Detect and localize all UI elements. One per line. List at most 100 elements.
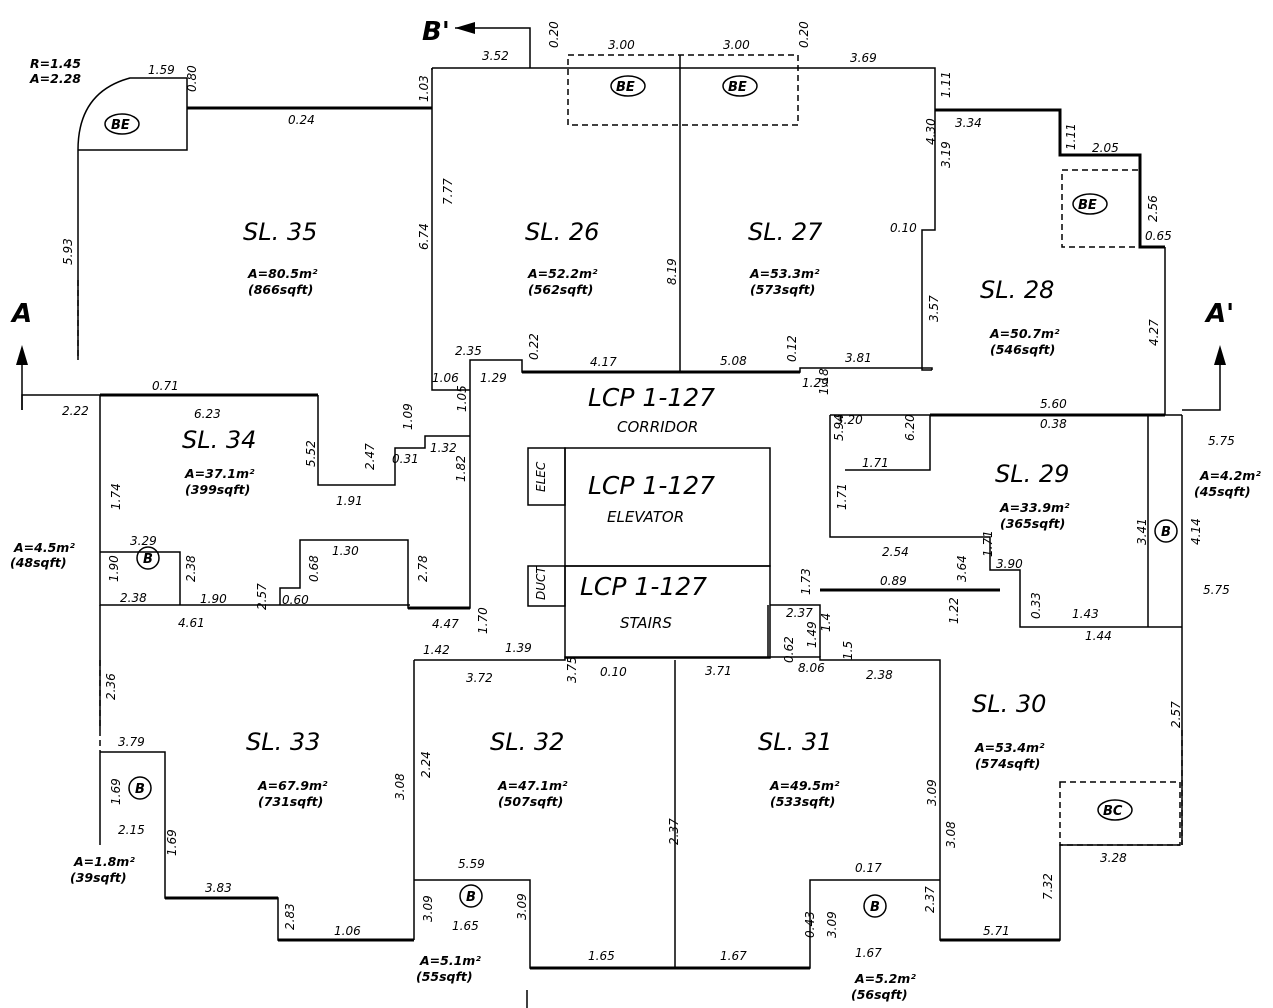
b-mark: B — [143, 552, 153, 567]
svg-text:(507sqft): (507sqft) — [498, 794, 563, 809]
svg-text:(39sqft): (39sqft) — [70, 870, 127, 885]
common-areas: LCP 1-127 CORRIDOR LCP 1-127 ELEVATOR LC… — [534, 383, 715, 632]
svg-text:(533sqft): (533sqft) — [770, 794, 835, 809]
dimension-label: 2.83 — [283, 903, 297, 930]
wall-sl35-right — [431, 68, 470, 391]
elec-label: ELEC — [534, 461, 548, 492]
balcony-sl28 — [1061, 169, 1141, 248]
svg-text:A=49.5m²: A=49.5m² — [769, 778, 840, 793]
dimension-label: 1.03 — [417, 75, 431, 102]
unit-sl27: SL. 27 — [748, 218, 823, 246]
svg-text:A=1.8m²: A=1.8m² — [73, 854, 135, 869]
dimension-label: 2.57 — [1169, 701, 1183, 728]
dimension-label: 1.5 — [841, 641, 855, 660]
svg-text:A=53.3m²: A=53.3m² — [749, 266, 820, 281]
walls — [21, 54, 1183, 970]
dimension-label: 3.41 — [1135, 518, 1149, 545]
svg-text:STAIRS: STAIRS — [620, 614, 672, 632]
dimension-label: 1.90 — [107, 555, 121, 582]
svg-text:(365sqft): (365sqft) — [1000, 516, 1065, 531]
dimension-label: 0.43 — [803, 911, 817, 938]
unit-sl29: SL. 29 — [995, 460, 1069, 488]
dimension-label: 0.31 — [392, 452, 419, 466]
dimension-label: 5.08 — [720, 354, 747, 368]
dimension-label: 1.06 — [334, 924, 361, 938]
svg-text:A=53.4m²: A=53.4m² — [974, 740, 1045, 755]
dimension-label: 2.22 — [62, 404, 89, 418]
stairs-label: LCP 1-127 — [580, 572, 707, 601]
dimension-label: 1.09 — [401, 403, 415, 430]
dimension-label: 0.10 — [600, 665, 627, 679]
dimension-label: 1.71 — [835, 483, 849, 510]
wall-sl28-top — [935, 108, 1165, 249]
dimension-label: 3.19 — [939, 141, 953, 168]
dimension-label: 1.71 — [862, 456, 889, 470]
dimension-label: 3.75 — [565, 656, 579, 683]
dimension-label: 2.37 — [786, 606, 813, 620]
dimension-label: 1.22 — [947, 597, 961, 624]
dimension-label: 6.23 — [194, 407, 221, 421]
dimension-label: 2.78 — [416, 555, 430, 582]
wall-sl28-right — [1164, 247, 1182, 416]
dimension-label: 0.80 — [185, 65, 199, 92]
dimension-label: 3.09 — [925, 779, 939, 806]
dimension-label: 3.09 — [421, 895, 435, 922]
svg-text:ELEVATOR: ELEVATOR — [607, 508, 684, 526]
dimension-label: 2.56 — [1146, 195, 1160, 222]
section-b-prime: B' — [422, 17, 450, 47]
section-a: A — [10, 299, 32, 329]
unit-sl35: SL. 35 — [243, 218, 317, 246]
balcony-top — [567, 54, 799, 126]
duct-room — [527, 565, 566, 607]
wall-sl35-balcony — [78, 78, 188, 151]
elevator-shaft — [564, 447, 771, 567]
dimension-label: 1.74 — [109, 483, 123, 510]
dimension-label: 6.20 — [903, 414, 917, 441]
unit-sl30: SL. 30 — [972, 690, 1046, 718]
dimension-label: 1.11 — [939, 71, 953, 98]
wall-sl34-balcony — [100, 551, 181, 605]
svg-text:A=5.2m²: A=5.2m² — [854, 971, 916, 986]
dimension-label: 1.29 — [802, 376, 829, 390]
svg-text:A=37.1m²: A=37.1m² — [184, 466, 255, 481]
dimension-label: 0.73 — [0, 0, 27, 3]
dimension-label: 1.4 — [819, 613, 833, 632]
dimension-label: 2.38 — [184, 555, 198, 582]
dimension-label: 8.06 — [798, 661, 825, 675]
wall-sl35-curve — [77, 77, 187, 360]
balcony-areas: A=4.5m² (48sqft) A=1.8m² (39sqft) A=5.1m… — [10, 56, 1261, 1002]
dimension-label: 3.64 — [955, 555, 969, 582]
unit-sl34: SL. 34 — [182, 426, 256, 454]
wall-top — [432, 67, 936, 110]
svg-text:(55sqft): (55sqft) — [416, 969, 473, 984]
dimension-label: 2.24 — [419, 751, 433, 778]
dimension-label: 3.29 — [130, 534, 157, 548]
dimension-label: 1.70 — [476, 607, 490, 634]
dimension-label: 4.61 — [178, 616, 205, 630]
dimension-label: 3.69 — [850, 51, 877, 65]
unit-sl26: SL. 26 — [525, 218, 599, 246]
dimension-label: 8.19 — [665, 258, 679, 285]
unit-sl28: SL. 28 — [980, 276, 1054, 304]
dimension-label: 2.05 — [1092, 141, 1119, 155]
dimension-label: 1.32 — [430, 441, 457, 455]
svg-text:(546sqft): (546sqft) — [990, 342, 1055, 357]
dimension-label: 1.06 — [432, 371, 459, 385]
dimension-label: 0.62 — [782, 636, 796, 663]
dimension-label: 3.00 — [608, 38, 635, 52]
dimension-label: 5.59 — [458, 857, 485, 871]
curve-arc: A=2.28 — [29, 71, 81, 86]
dimension-label: 3.08 — [393, 773, 407, 800]
dimension-label: 3.08 — [944, 821, 958, 848]
wall-sl29-bottom — [829, 415, 1182, 628]
dimension-label: 3.83 — [205, 881, 232, 895]
dimension-label: 1.11 — [1064, 123, 1078, 150]
dimension-label: 2.38 — [866, 668, 893, 682]
svg-text:A=52.2m²: A=52.2m² — [527, 266, 598, 281]
dimension-label: 1.82 — [454, 455, 468, 482]
dimension-label: 0.38 — [1040, 417, 1067, 431]
dimension-label: 2.47 — [363, 443, 377, 470]
dimension-label: 0.71 — [152, 379, 179, 393]
svg-text:(574sqft): (574sqft) — [975, 756, 1040, 771]
